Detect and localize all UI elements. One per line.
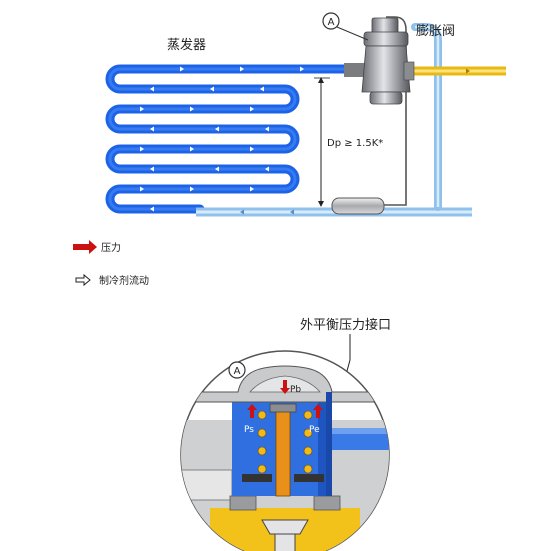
evaporator-diagram: A 蒸发器 膨胀阀 Dp ≥ 1.5K*: [105, 12, 506, 217]
flow-arrow: [290, 209, 294, 215]
flow-arrow: [150, 166, 154, 172]
flow-arrow: [260, 86, 264, 92]
equalizer-line: [411, 23, 442, 211]
legend-pressure: 压力: [101, 241, 121, 254]
valve-cross-section: 外平衡压力接口: [180, 317, 391, 551]
marker-a-text-bottom: A: [234, 366, 241, 377]
pe-label: Pe: [309, 425, 320, 435]
flow-arrow: [240, 209, 244, 215]
ps-arrow: [247, 404, 257, 418]
flow-arrow: [190, 106, 194, 112]
legend-refrigerant-flow: 制冷剂流动: [99, 274, 149, 287]
flow-arrow: [140, 106, 144, 112]
flow-arrow: [250, 106, 254, 112]
flow-arrow: [140, 146, 144, 152]
flow-arrow: [240, 66, 244, 72]
expansion-valve: [344, 17, 415, 105]
pe-arrow: [313, 404, 323, 418]
flow-arrow: [265, 126, 269, 132]
ps-label: Ps: [244, 425, 254, 435]
dp-label: Dp ≥ 1.5K*: [327, 138, 383, 149]
expansion-valve-label: 膨胀阀: [416, 24, 455, 39]
flow-arrow: [150, 86, 154, 92]
evaporator-label: 蒸发器: [167, 37, 206, 53]
spring-right: [303, 410, 313, 474]
flow-arrow: [150, 206, 154, 212]
flow-arrow: [300, 66, 304, 72]
flow-arrow: [150, 126, 154, 132]
flow-arrow: [215, 126, 219, 132]
pressure-arrow-icon: [73, 240, 97, 254]
flow-arrow-icon: [75, 273, 91, 287]
marker-a-circle-bottom: [228, 361, 246, 379]
marker-a-text: A: [328, 17, 335, 28]
coil-flow-arrows: [140, 66, 304, 212]
flow-arrow: [466, 68, 470, 74]
flow-arrow: [215, 166, 219, 172]
capillary-tube: [384, 16, 407, 206]
flow-arrow: [265, 166, 269, 172]
flow-arrow: [140, 186, 144, 192]
flow-arrow: [210, 86, 214, 92]
legend: 压力 制冷剂流动: [73, 240, 149, 287]
flow-arrow: [250, 186, 254, 192]
pb-label: Pb: [290, 385, 301, 395]
flow-arrow: [250, 146, 254, 152]
marker-a-circle: [322, 12, 340, 30]
pb-arrow: [280, 380, 290, 394]
flow-arrow: [190, 146, 194, 152]
spring-left: [257, 410, 267, 474]
flow-arrow: [180, 66, 184, 72]
push-rod: [275, 409, 291, 497]
sensing-bulb: [331, 197, 385, 215]
suction-flow-arrows: [240, 209, 294, 215]
flow-arrow: [190, 186, 194, 192]
external-port-label: 外平衡压力接口: [300, 317, 391, 333]
